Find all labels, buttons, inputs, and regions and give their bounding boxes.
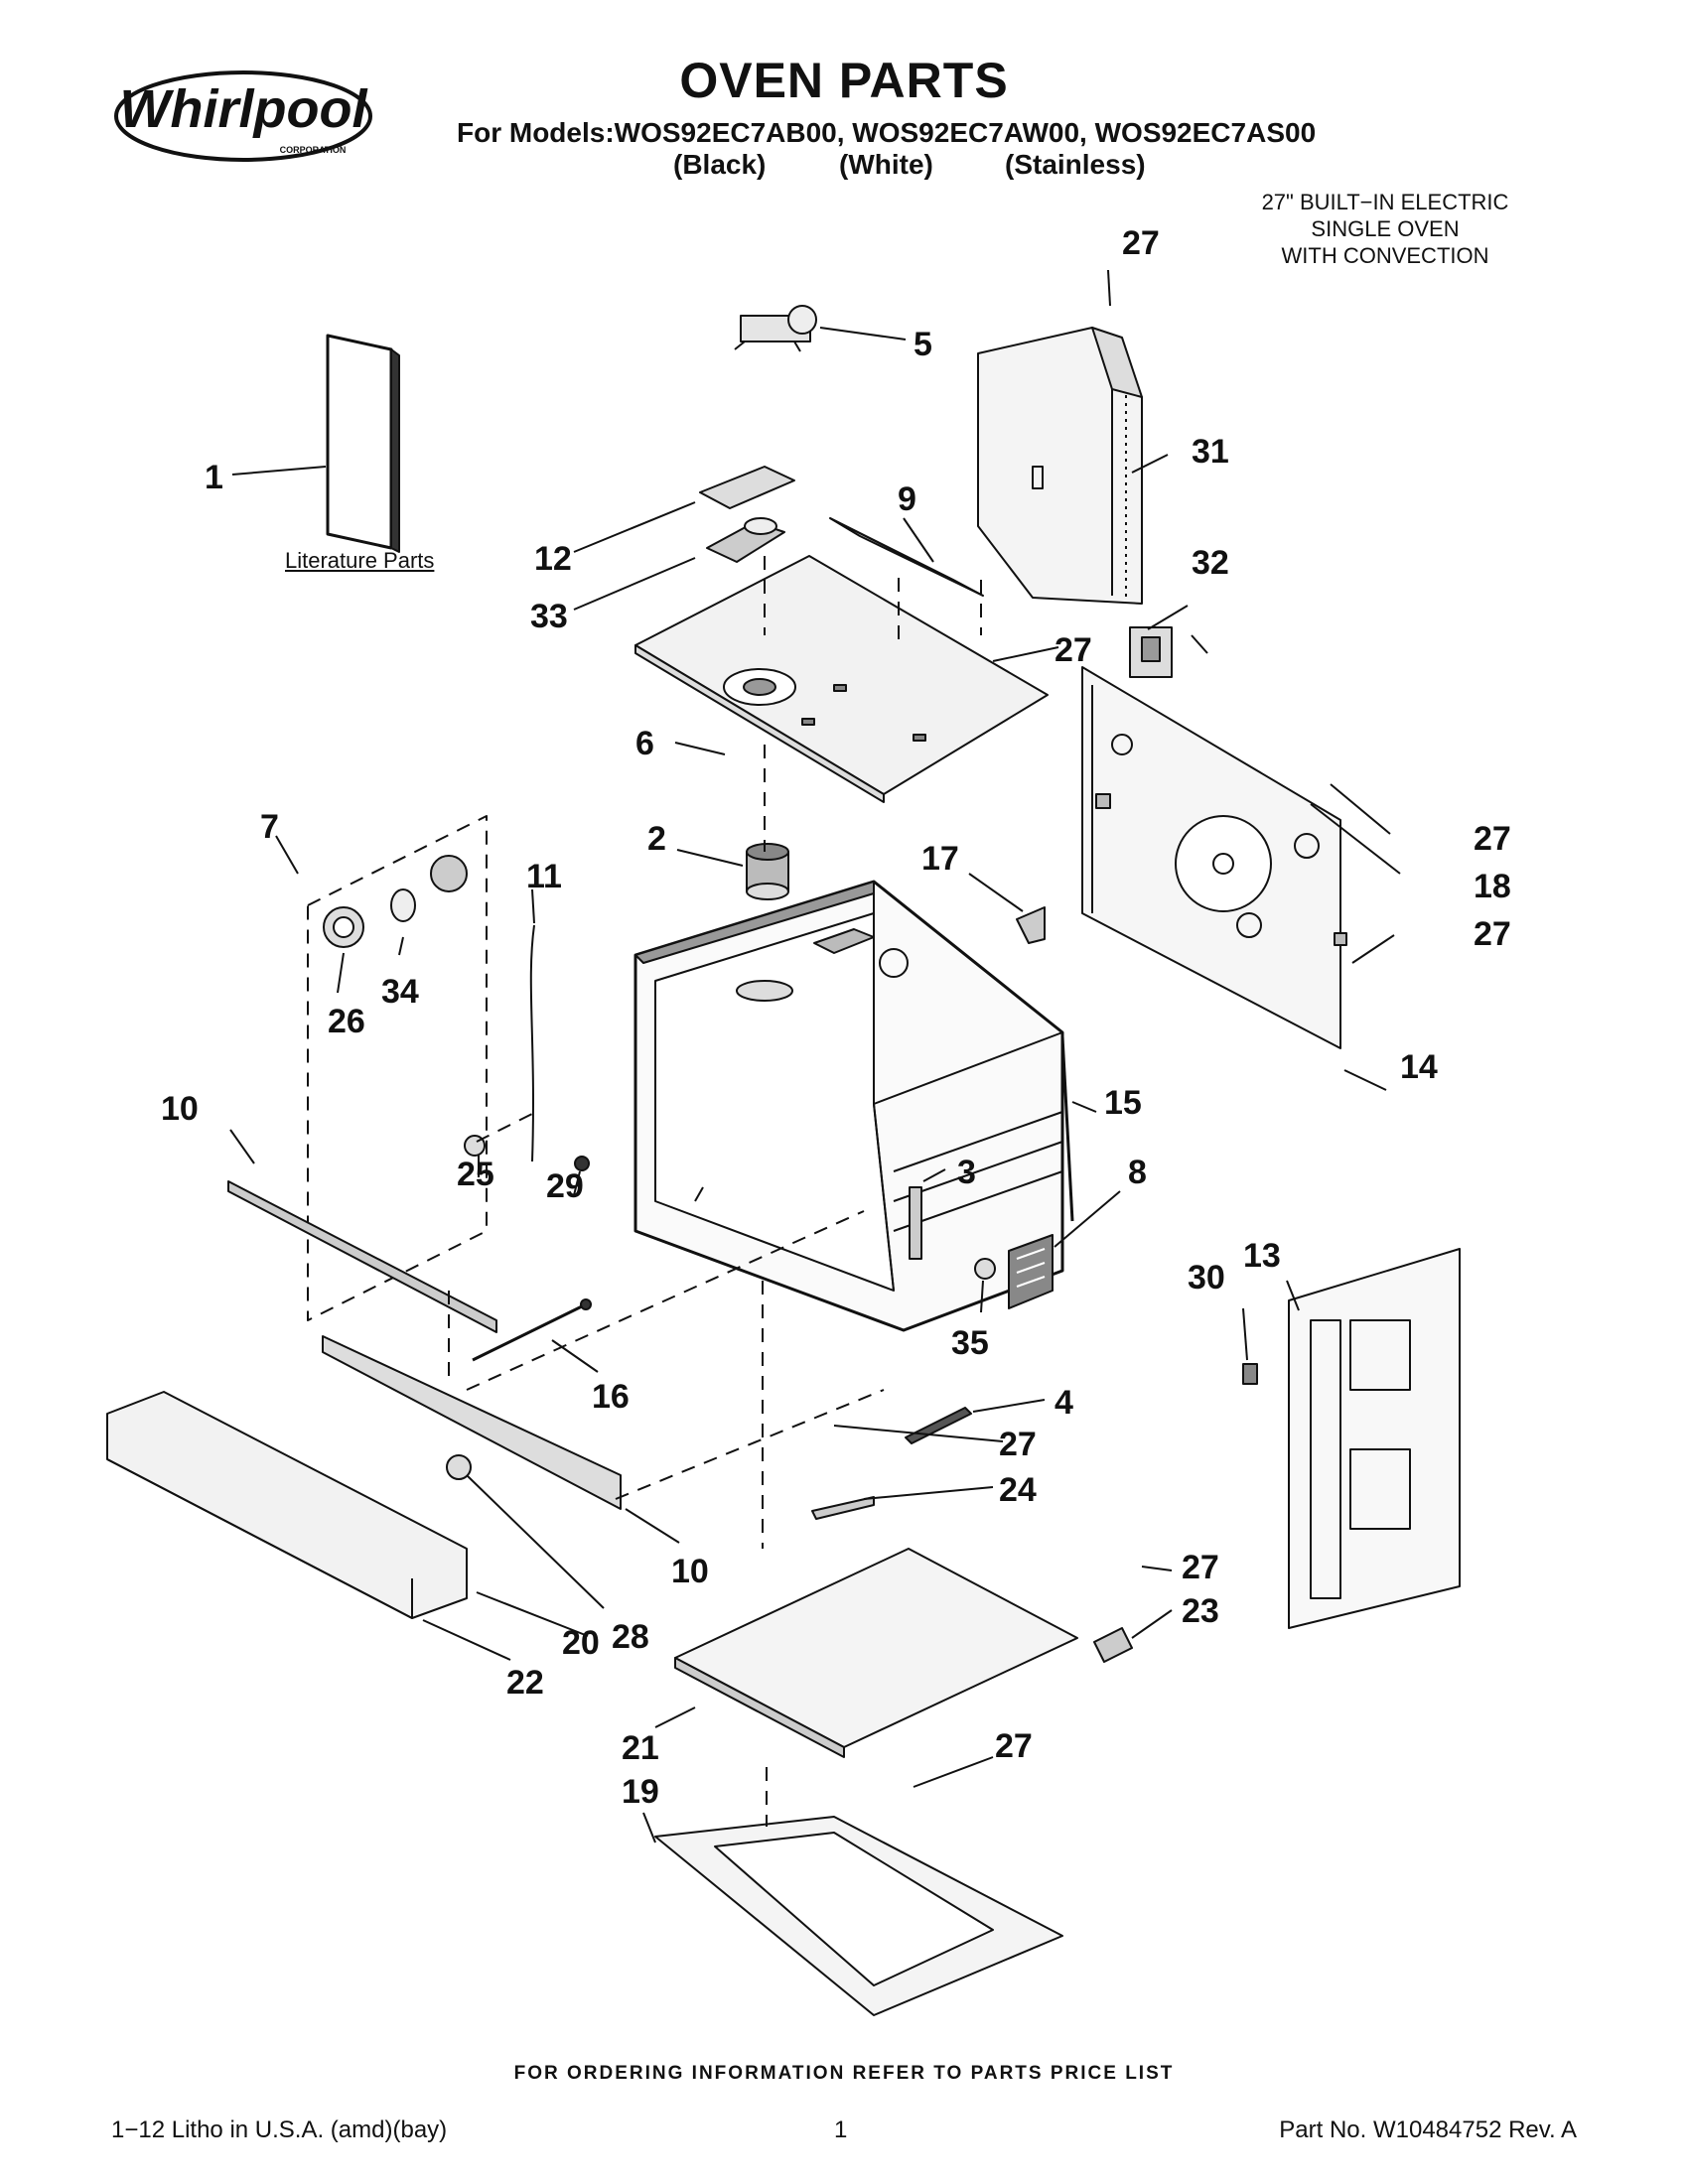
switch-part	[734, 305, 817, 352]
vent-grille-part	[1008, 1234, 1054, 1309]
page-title: OVEN PARTS	[679, 53, 1009, 108]
callout-labels: 1 2 3 4 5 6 7 8 9 10 10 11 12 13 14 15 1…	[161, 224, 1511, 1811]
callout-number: 27	[1474, 915, 1511, 953]
callout-number: 32	[1192, 544, 1229, 582]
logo-wordmark: Whirlpool	[120, 79, 368, 139]
vent-duct-part	[706, 517, 785, 563]
product-description-line: 27" BUILT−IN ELECTRIC	[1261, 190, 1509, 214]
callout-number: 14	[1400, 1048, 1438, 1086]
vent-cover-part	[699, 466, 795, 509]
light-assembly-group	[307, 815, 488, 1321]
callout-number: 18	[1474, 868, 1511, 905]
callout-number: 23	[1182, 1592, 1219, 1630]
callout-number: 34	[381, 973, 419, 1011]
literature-book	[326, 334, 400, 553]
callout-number: 27	[999, 1426, 1037, 1463]
callout-number: 13	[1243, 1237, 1281, 1275]
variant-black: (Black)	[673, 149, 767, 180]
product-description: 27" BUILT−IN ELECTRIC SINGLE OVEN WITH C…	[1221, 189, 1549, 269]
bracket-part	[1129, 626, 1173, 678]
hinge-part	[909, 1186, 922, 1260]
rear-cover-panel	[977, 327, 1143, 605]
trim-strip-part	[227, 1180, 622, 1510]
literature-parts-label: Literature Parts	[285, 548, 435, 573]
leader-lines	[229, 269, 1401, 1843]
callout-number: 25	[457, 1156, 494, 1193]
callout-number: 10	[161, 1090, 199, 1128]
callout-number: 19	[622, 1773, 659, 1811]
callout-number: 26	[328, 1003, 365, 1040]
bolt-part	[446, 1454, 472, 1480]
callout-number: 10	[671, 1553, 709, 1590]
gasket-part	[529, 924, 535, 1162]
side-rail-part	[1060, 1035, 1074, 1222]
callout-number: 15	[1104, 1084, 1142, 1122]
product-description-line: SINGLE OVEN	[1311, 216, 1460, 241]
callout-number: 11	[526, 858, 562, 895]
top-panel	[634, 555, 1049, 803]
callout-number: 22	[506, 1664, 544, 1702]
fan-motor-part	[746, 843, 789, 900]
callout-number: 7	[260, 808, 279, 846]
callout-number: 27	[1055, 631, 1092, 669]
callout-number: 2	[647, 820, 666, 858]
callout-number: 8	[1128, 1154, 1147, 1191]
callout-number: 20	[562, 1624, 600, 1662]
part-number: Part No. W10484752 Rev. A	[1279, 2116, 1577, 2143]
callout-number: 31	[1192, 433, 1229, 471]
callout-number: 27	[995, 1727, 1033, 1765]
callout-number: 17	[921, 840, 959, 878]
bottom-panel	[674, 1548, 1078, 1758]
callout-number: 27	[1122, 224, 1160, 262]
callout-number: 9	[898, 480, 916, 518]
callout-number: 30	[1188, 1259, 1225, 1297]
callout-number: 6	[635, 725, 654, 762]
side-panel	[1288, 1248, 1461, 1629]
product-description-line: WITH CONVECTION	[1281, 243, 1489, 268]
latch-part	[1242, 1363, 1258, 1385]
callout-number: 24	[999, 1471, 1037, 1509]
callout-number: 29	[546, 1167, 584, 1205]
callout-number: 3	[957, 1154, 976, 1191]
whirlpool-logo: Whirlpool CORPORATION	[114, 70, 372, 162]
models-line: For Models:WOS92EC7AB00, WOS92EC7AW00, W…	[457, 117, 1317, 148]
channel-part	[829, 517, 984, 597]
callout-number: 27	[1182, 1549, 1219, 1586]
callout-number: 27	[1474, 820, 1511, 858]
page-number: 1	[834, 2116, 848, 2143]
callout-number: 21	[622, 1729, 659, 1767]
logo-subtext: CORPORATION	[280, 145, 347, 155]
callout-number: 28	[612, 1618, 649, 1656]
assembly-lines	[448, 556, 982, 1827]
callout-number: 1	[205, 459, 223, 496]
variant-stainless: (Stainless)	[1005, 149, 1146, 180]
ordering-note: FOR ORDERING INFORMATION REFER TO PARTS …	[513, 2063, 1175, 2084]
bake-tray-part	[654, 1816, 1063, 2016]
sensor-part	[472, 1298, 592, 1362]
callout-number: 12	[534, 540, 572, 578]
lower-trim-part	[106, 1391, 468, 1619]
clip-part	[1016, 906, 1046, 944]
litho-note: 1−12 Litho in U.S.A. (amd)(bay)	[111, 2116, 448, 2143]
callout-number: 4	[1055, 1384, 1073, 1422]
variant-white: (White)	[839, 149, 933, 180]
callout-number: 16	[592, 1378, 630, 1416]
back-panel	[1081, 666, 1347, 1049]
callout-number: 5	[914, 326, 932, 363]
oven-cavity	[633, 880, 1064, 1332]
support-bracket-part	[811, 1496, 1133, 1663]
callout-number: 35	[951, 1324, 989, 1362]
callout-number: 33	[530, 598, 568, 635]
